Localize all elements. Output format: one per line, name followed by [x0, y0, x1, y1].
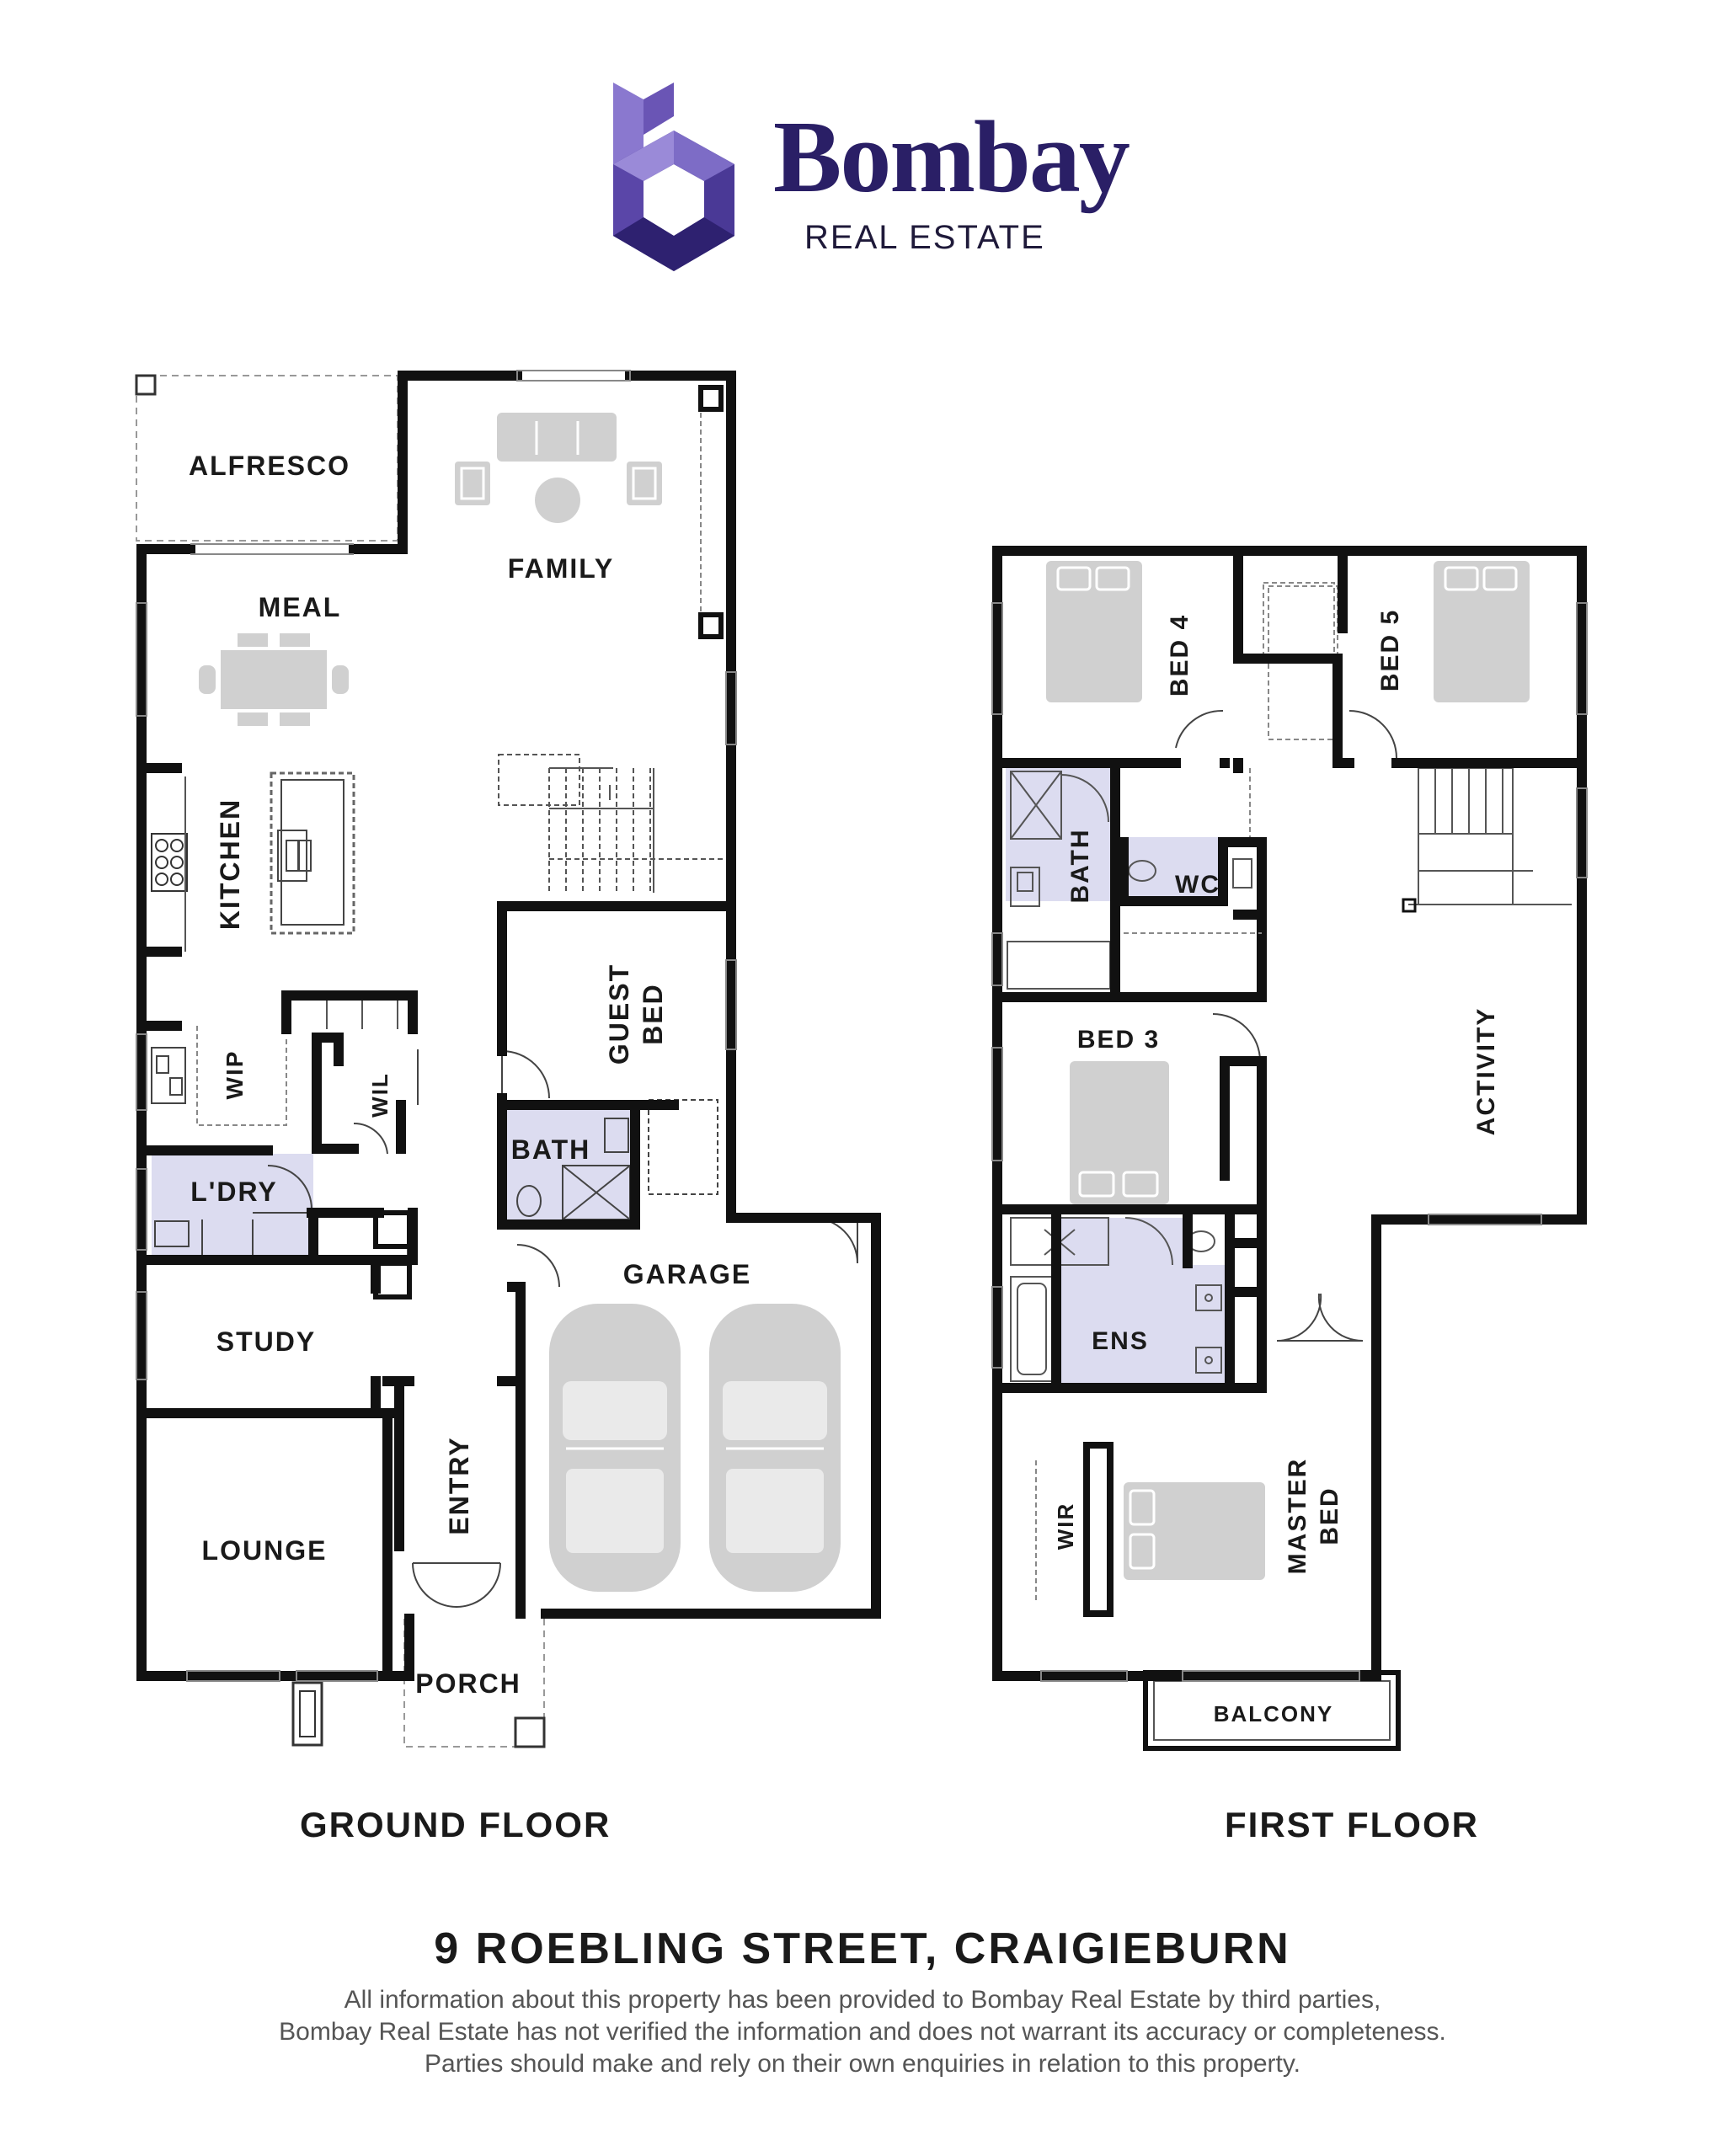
- logo-mark-icon: [613, 83, 734, 271]
- room-activity: ACTIVITY: [1472, 1007, 1500, 1136]
- first-floor-windows: [991, 602, 1588, 1682]
- ground-floor-plan: ALFRESCO FAMILY MEAL KITCHEN WIP WIL GUE…: [135, 370, 881, 1748]
- brand-subtitle: REAL ESTATE: [804, 219, 1045, 256]
- room-balcony: BALCONY: [1214, 1701, 1334, 1726]
- kitchen-island: [270, 771, 355, 935]
- wc-fill: [1124, 837, 1223, 901]
- room-wc: WC: [1175, 871, 1220, 899]
- first-floor-walls: [992, 546, 1587, 1681]
- room-bed4: BED 4: [1166, 614, 1194, 696]
- room-master-bed-line2: BED: [1316, 1486, 1343, 1545]
- room-alfresco: ALFRESCO: [189, 451, 350, 481]
- room-laundry: L'DRY: [190, 1177, 278, 1207]
- disclaimer: All information about this property has …: [0, 1984, 1725, 2080]
- cooktop-icon: [151, 833, 188, 892]
- porch-post: [514, 1716, 546, 1748]
- laundry-fill: [152, 1154, 313, 1255]
- room-lounge: LOUNGE: [202, 1535, 328, 1566]
- room-ens: ENS: [1092, 1327, 1149, 1355]
- bombay-logo: [613, 83, 734, 271]
- room-study: STUDY: [216, 1326, 316, 1357]
- room-kitchen: KITCHEN: [215, 798, 245, 930]
- first-floor-stairs: [1408, 767, 1572, 905]
- room-guest-bed-line1: GUEST: [604, 963, 634, 1065]
- alfresco-post: [135, 374, 157, 396]
- car-icon-left: [549, 1304, 681, 1592]
- room-master-bed-line1: MASTER: [1284, 1458, 1311, 1575]
- first-floor-label: FIRST FLOOR: [1225, 1805, 1479, 1844]
- room-first-bath: BATH: [1066, 828, 1094, 903]
- disclaimer-line-1: All information about this property has …: [344, 1986, 1381, 2014]
- dining-table: [199, 633, 349, 726]
- room-bed5: BED 5: [1376, 609, 1404, 691]
- room-ground-bath: BATH: [511, 1134, 591, 1165]
- disclaimer-line-2: Bombay Real Estate has not verified the …: [279, 2018, 1446, 2046]
- room-meal: MEAL: [259, 592, 342, 622]
- room-wir: WIR: [1053, 1502, 1078, 1550]
- ground-windows: [136, 370, 737, 1682]
- ground-floor-label: GROUND FLOOR: [300, 1805, 611, 1844]
- room-porch: PORCH: [415, 1668, 521, 1699]
- bed-icons: [1046, 561, 1530, 1580]
- brand-name: Bombay: [773, 100, 1130, 214]
- ensuite-fill: [1056, 1218, 1188, 1385]
- room-entry: ENTRY: [444, 1436, 474, 1534]
- property-address: 9 ROEBLING STREET, CRAIGIEBURN: [434, 1924, 1291, 1973]
- disclaimer-line-3: Parties should make and rely on their ow…: [425, 2050, 1300, 2078]
- room-wip: WIP: [222, 1050, 248, 1100]
- wir-rail: [1083, 1442, 1114, 1617]
- first-floor-plan: BED 4 BED 5 BATH WC BED 3 ACTIVITY ENS W…: [991, 546, 1588, 1751]
- room-family: FAMILY: [508, 553, 614, 584]
- family-furniture: [455, 413, 662, 523]
- car-icon-right: [709, 1304, 841, 1592]
- ground-floor-walls: [136, 371, 881, 1681]
- room-bed3: BED 3: [1077, 1026, 1160, 1054]
- porch-pier: [291, 1681, 323, 1747]
- room-garage: GARAGE: [623, 1259, 751, 1289]
- room-guest-bed-line2: BED: [638, 983, 668, 1045]
- ground-stairs: [498, 754, 724, 893]
- room-wil: WIL: [367, 1072, 393, 1118]
- porch-outline: [403, 1619, 545, 1748]
